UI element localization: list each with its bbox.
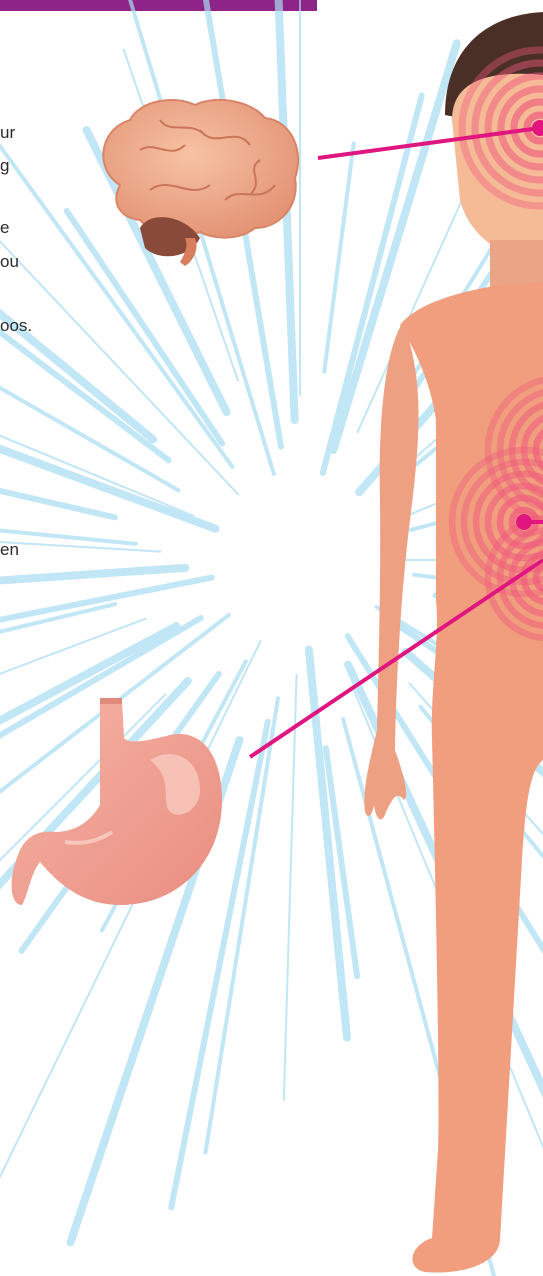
burst-ray (0, 568, 185, 601)
text-fragment-4: ou (0, 252, 19, 271)
stomach-icon (12, 698, 222, 905)
text-fragment-6: en (0, 540, 19, 559)
burst-ray (284, 675, 297, 1100)
text-fragment-5: oos. (0, 316, 32, 335)
chest-callout-dot (516, 514, 532, 530)
text-fragment-3: e (0, 218, 9, 237)
text-fragment-1: ur (0, 123, 15, 142)
brain-icon (103, 100, 298, 266)
burst-ray (0, 520, 160, 551)
text-fragment-2: g (0, 156, 9, 175)
burst-ray (324, 143, 353, 371)
torso (400, 282, 543, 1273)
